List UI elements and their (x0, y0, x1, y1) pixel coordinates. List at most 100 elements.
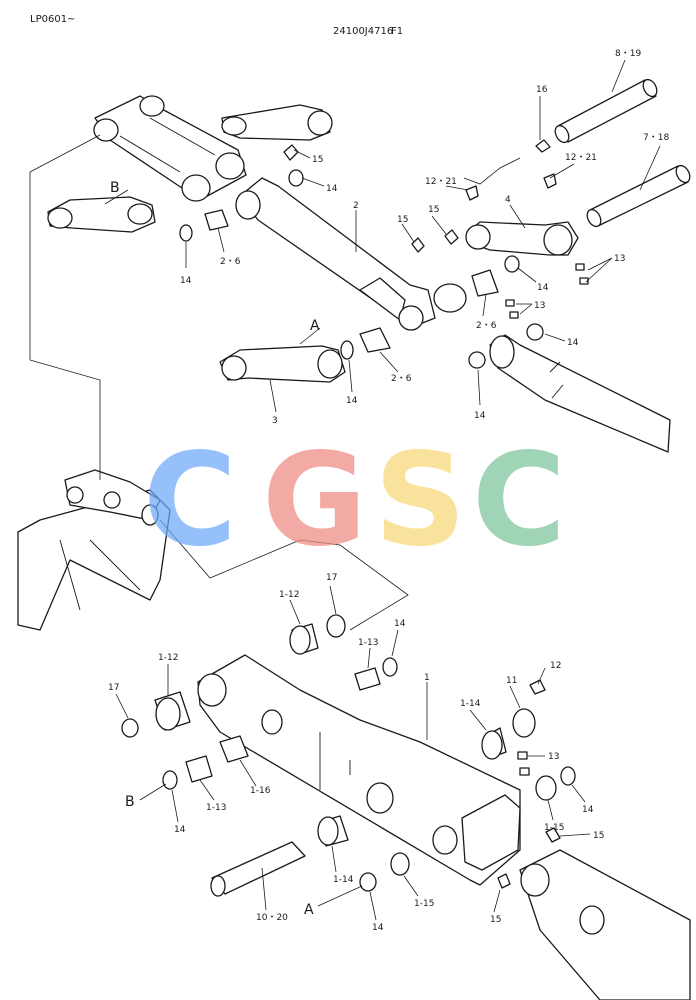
callout-labels: 8・19 7・18 16 15 14 12・21 12・21 B 2 4 15 … (108, 49, 669, 933)
label-13a: 13 (614, 254, 625, 264)
label-1-16: 1-16 (250, 786, 271, 796)
washer-17a (326, 614, 346, 638)
label-2-6a: 2・6 (220, 257, 241, 267)
label-1: 1 (424, 673, 430, 683)
label-3: 3 (272, 416, 278, 426)
assembly-leader-lines (29, 134, 521, 631)
lever-4 (465, 221, 579, 256)
label-12-21a: 12・21 (425, 177, 457, 187)
label-15c: 15 (428, 205, 439, 215)
grease-fitting-15e (497, 873, 511, 889)
label-1-15a: 1-15 (544, 823, 564, 833)
watermark-letter-3: S (374, 426, 466, 575)
pin-10-20 (211, 841, 306, 895)
nut-13d (509, 311, 519, 319)
link-a-upper (219, 345, 346, 383)
label-15b: 15 (397, 215, 408, 225)
label-2-6c: 2・6 (391, 374, 412, 384)
label-12-21b: 12・21 (565, 153, 597, 163)
bushing-2-6b (471, 269, 499, 297)
label-14b: 14 (180, 276, 192, 286)
hydraulic-cylinder (489, 334, 671, 453)
label-14d: 14 (567, 338, 579, 348)
bushing-1-15a (535, 775, 557, 801)
label-14c: 14 (537, 283, 549, 293)
nut-13f (519, 767, 530, 776)
watermark-letter-2: G (262, 426, 367, 575)
header-figure: F1 (391, 26, 403, 37)
label-13c: 13 (548, 752, 559, 762)
watermark-letter-1: C (143, 426, 237, 575)
watermark: C G S C (143, 426, 566, 575)
label-14h: 14 (174, 825, 186, 835)
callout-leaders (104, 59, 661, 921)
washer-14g (382, 657, 398, 677)
label-1-15b: 1-15 (414, 899, 434, 909)
label-a-lower: A (304, 902, 314, 918)
label-1-13b: 1-13 (206, 803, 226, 813)
label-1-14b: 1-14 (333, 875, 354, 885)
arm-2 (235, 177, 467, 331)
lower-arm (519, 849, 691, 1000)
grease-fitting-15b (411, 237, 425, 253)
label-12: 12 (550, 661, 561, 671)
washer-14e (468, 351, 486, 369)
watermark-letter-4: C (472, 426, 566, 575)
label-1-12b: 1-12 (158, 653, 178, 663)
label-1-13a: 1-13 (358, 638, 378, 648)
header-code: LP0601~ (30, 14, 75, 25)
label-15a: 15 (312, 155, 323, 165)
upper-small-parts (179, 139, 589, 369)
label-13b: 13 (534, 301, 545, 311)
link-b-upper (47, 196, 156, 233)
washer-14c (504, 255, 520, 273)
nut-13a (575, 263, 585, 271)
header-drawing-number: 24100J4716 (333, 26, 393, 37)
bushing-1-16 (219, 735, 249, 763)
label-17b: 17 (108, 683, 119, 693)
label-b-lower: B (125, 794, 135, 810)
upper-link (221, 104, 333, 141)
bushing-2-6c (359, 327, 391, 353)
pin-8-19 (554, 78, 658, 144)
grease-fitting-15d (545, 827, 561, 843)
washer-14j (359, 872, 377, 892)
boom-1 (197, 654, 521, 886)
bushing-1-15b (390, 852, 410, 876)
label-b-upper: B (110, 180, 120, 196)
label-1-12a: 1-12 (279, 590, 299, 600)
bolt-12-21a (465, 185, 479, 201)
label-11: 11 (506, 676, 517, 686)
label-14e: 14 (346, 396, 358, 406)
grease-fitting-15a (283, 144, 299, 161)
washer-14i (560, 766, 576, 786)
label-14j: 14 (372, 923, 384, 933)
grease-fitting-15c (444, 229, 459, 245)
washer-14d (526, 323, 544, 341)
label-14f: 14 (474, 411, 486, 421)
label-8-19: 8・19 (615, 49, 641, 59)
washer-17b (121, 718, 139, 738)
label-a-upper: A (310, 318, 320, 334)
washer-14h (162, 770, 178, 790)
label-10-20: 10・20 (256, 913, 288, 923)
washer-14b (288, 169, 304, 187)
nut-13c (505, 299, 515, 307)
label-4: 4 (505, 195, 511, 205)
label-14a: 14 (326, 184, 338, 194)
label-15e: 15 (490, 915, 501, 925)
bolt-12-21b (543, 173, 557, 189)
label-17a: 17 (326, 573, 337, 583)
washer-14f (340, 340, 354, 360)
label-1-14a: 1-14 (460, 699, 481, 709)
nut-13e (517, 751, 528, 760)
washer-14a (179, 224, 193, 242)
bushing-11 (512, 708, 536, 738)
lower-small-parts (121, 614, 691, 1000)
mount-bracket (17, 469, 171, 631)
bolt-12 (529, 679, 546, 695)
label-16: 16 (536, 85, 548, 95)
bushing-2-6a (204, 209, 229, 231)
